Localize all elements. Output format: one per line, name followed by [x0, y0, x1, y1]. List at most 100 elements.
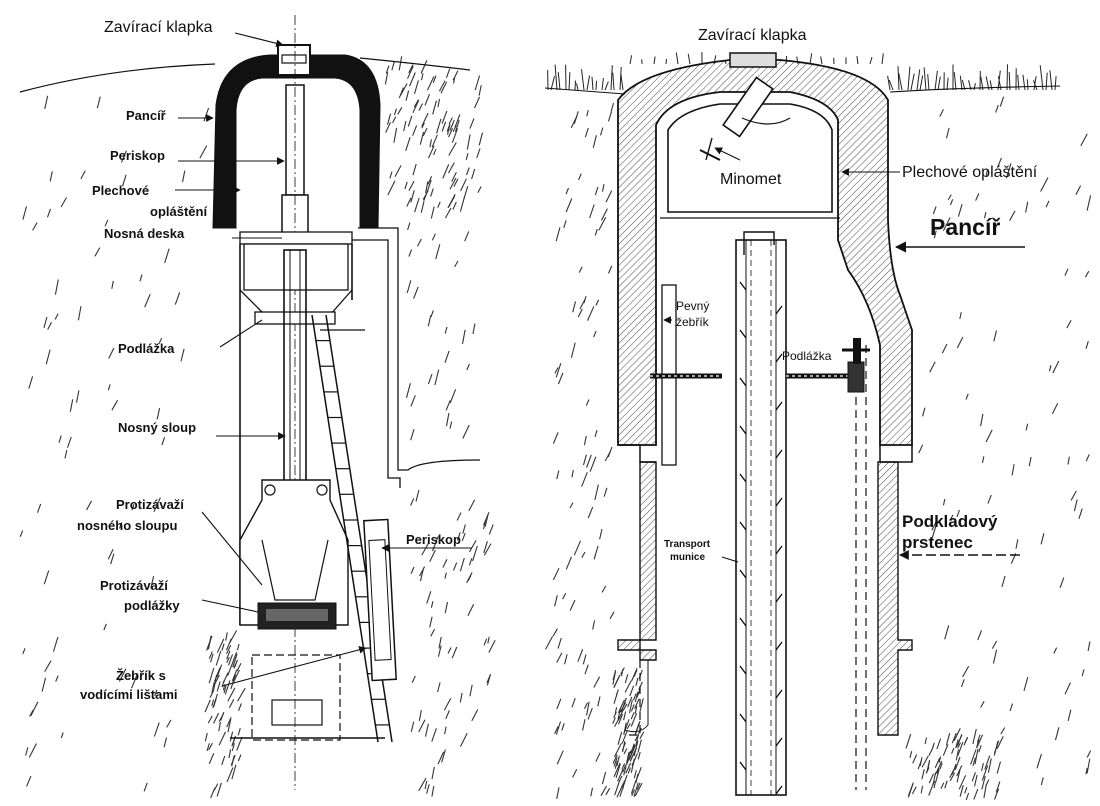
- soil-stroke: [996, 157, 1002, 168]
- soil-stroke: [448, 117, 453, 125]
- soil-texture-right: [545, 96, 1092, 801]
- soil-stroke: [623, 766, 627, 776]
- transport-tooth: [739, 329, 783, 363]
- grass-blade: [856, 56, 859, 65]
- soil-stroke: [619, 702, 627, 713]
- soil-stroke: [211, 682, 215, 694]
- soil-stroke: [626, 723, 631, 730]
- soil-stroke: [601, 183, 605, 192]
- soil-stroke: [616, 782, 624, 798]
- soil-stroke: [438, 636, 442, 649]
- soil-stroke: [231, 669, 238, 682]
- soil-stroke: [564, 654, 568, 665]
- soil-stroke: [44, 95, 49, 110]
- soil-stroke: [617, 708, 625, 721]
- grass-blade: [934, 70, 941, 91]
- soil-stroke: [634, 691, 639, 703]
- soil-stroke: [153, 722, 160, 737]
- soil-stroke: [1066, 320, 1072, 329]
- soil-stroke: [633, 669, 638, 676]
- soil-stroke: [983, 211, 987, 219]
- soil-stroke: [227, 654, 234, 666]
- soil-stroke: [209, 653, 214, 663]
- soil-stroke: [444, 572, 447, 579]
- soil-stroke: [921, 769, 925, 780]
- soil-stroke: [459, 692, 463, 703]
- soil-stroke: [238, 703, 242, 711]
- soil-stroke: [616, 755, 620, 767]
- soil-stroke: [1052, 360, 1060, 374]
- soil-stroke: [441, 749, 446, 763]
- soil-stroke: [432, 75, 437, 83]
- soil-stroke: [1053, 647, 1058, 654]
- soil-stroke: [1011, 464, 1015, 476]
- soil-stroke: [1067, 456, 1070, 465]
- soil-stroke: [630, 704, 635, 712]
- soil-stroke: [958, 775, 967, 790]
- soil-stroke: [957, 734, 963, 746]
- soil-stroke: [571, 469, 574, 478]
- soil-stroke: [585, 399, 590, 406]
- soil-stroke: [393, 108, 398, 116]
- soil-stroke: [430, 629, 435, 637]
- soil-stroke: [405, 90, 410, 101]
- soil-stroke: [471, 168, 476, 180]
- soil-stroke: [394, 165, 402, 177]
- soil-stroke: [163, 737, 168, 748]
- soil-stroke: [218, 731, 226, 746]
- soil-stroke: [981, 456, 985, 464]
- grass-blade: [547, 70, 555, 91]
- soil-stroke: [984, 755, 991, 770]
- soil-stroke: [627, 746, 634, 759]
- soil-stroke: [949, 199, 954, 206]
- soil-stroke: [226, 650, 231, 660]
- soil-stroke: [476, 148, 481, 159]
- soil-stroke: [942, 744, 949, 756]
- soil-stroke: [452, 201, 457, 210]
- soil-stroke: [448, 162, 455, 174]
- soil-stroke: [623, 711, 627, 721]
- soil-stroke: [216, 638, 225, 653]
- soil-stroke: [224, 680, 231, 695]
- transport-tooth: [739, 617, 783, 651]
- soil-stroke: [28, 376, 34, 389]
- soil-stroke: [1067, 709, 1072, 722]
- soil-stroke: [618, 775, 623, 783]
- soil-stroke: [226, 645, 232, 654]
- soil-stroke: [459, 196, 466, 212]
- soil-stroke: [584, 127, 589, 138]
- soil-stroke: [418, 719, 426, 733]
- soil-stroke: [405, 137, 411, 151]
- soil-stroke: [933, 230, 937, 239]
- soil-stroke: [557, 637, 562, 649]
- soil-stroke: [444, 726, 447, 735]
- soil-stroke: [213, 712, 220, 724]
- soil-stroke: [939, 762, 943, 770]
- soil-stroke: [459, 557, 465, 572]
- grass-blade: [820, 56, 823, 65]
- soil-stroke: [444, 207, 452, 219]
- soil-stroke: [215, 650, 222, 666]
- soil-stroke: [434, 369, 440, 386]
- soil-stroke: [237, 754, 242, 762]
- soil-stroke: [593, 676, 601, 688]
- soil-stroke: [579, 299, 586, 310]
- soil-stroke: [629, 747, 638, 762]
- soil-stroke: [421, 112, 429, 127]
- soil-stroke: [597, 696, 601, 707]
- soil-stroke: [554, 595, 558, 607]
- soil-stroke: [469, 118, 475, 129]
- soil-stroke: [218, 721, 221, 732]
- soil-stroke: [1051, 402, 1059, 415]
- soil-stroke: [955, 739, 959, 749]
- soil-stroke: [478, 132, 484, 146]
- soil-stroke: [615, 763, 621, 779]
- soil-stroke: [623, 722, 627, 736]
- soil-stroke: [953, 727, 961, 741]
- soil-stroke: [598, 216, 607, 231]
- soil-stroke: [1086, 195, 1092, 211]
- soil-stroke: [447, 195, 456, 208]
- soil-stroke: [226, 716, 232, 728]
- soil-stroke: [565, 556, 573, 570]
- soil-stroke: [451, 172, 457, 182]
